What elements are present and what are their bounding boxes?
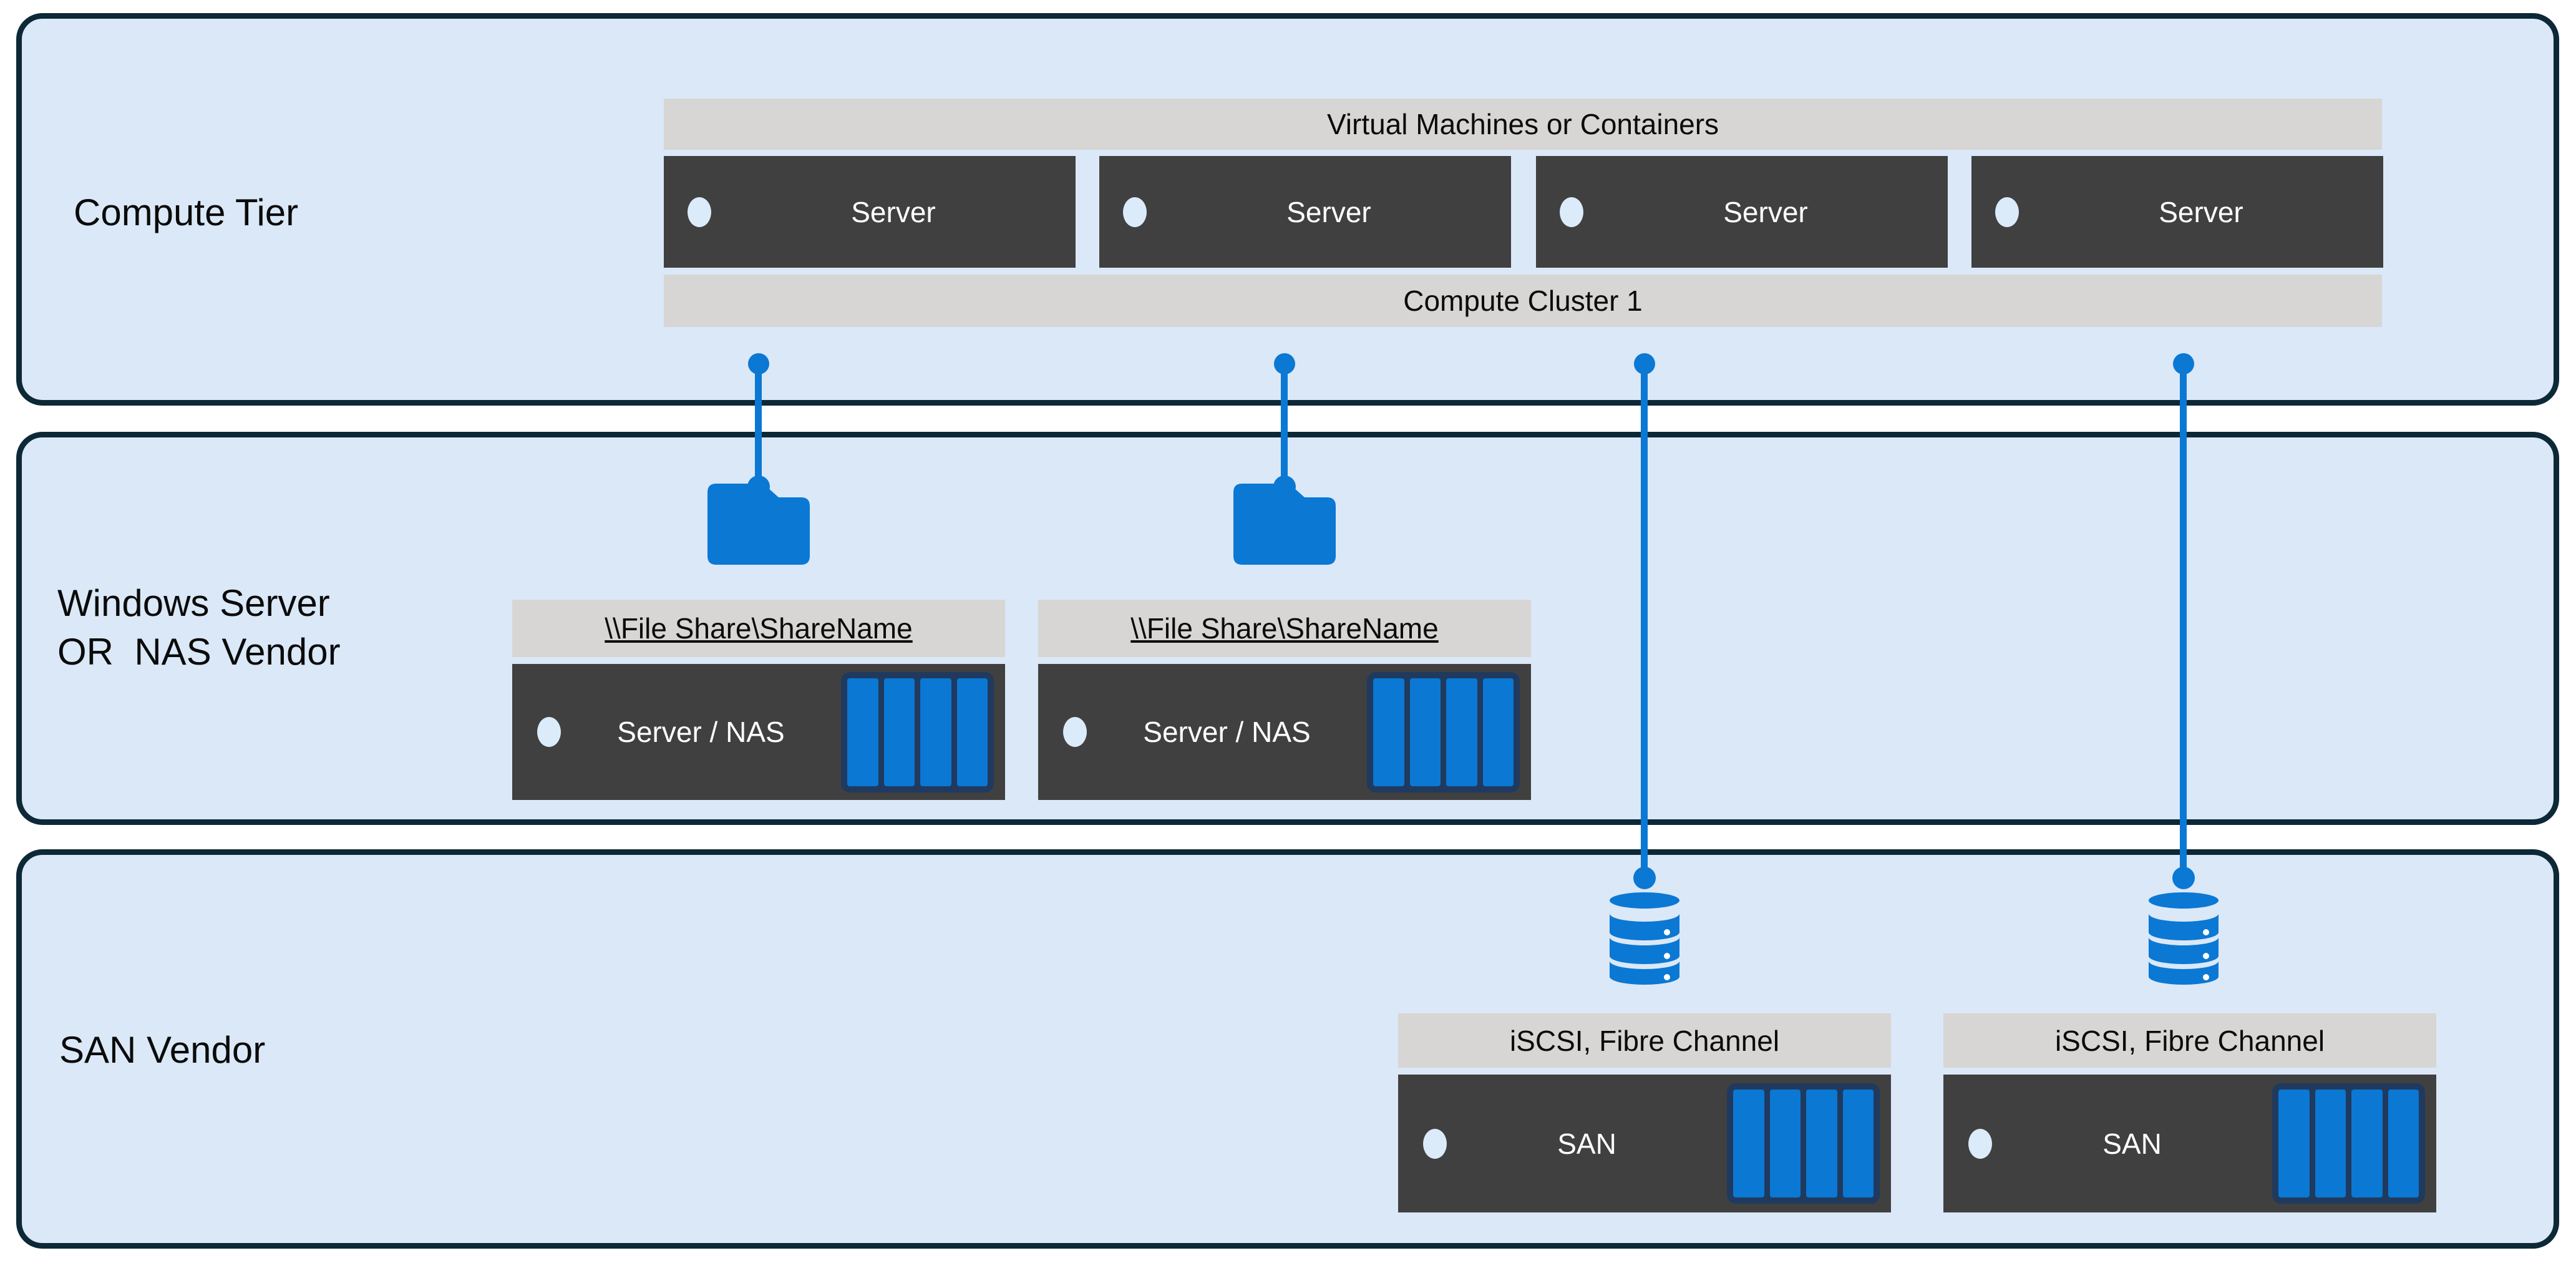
server-box-3: Server — [1536, 156, 1948, 268]
disk-bar — [847, 678, 878, 786]
disk-bar — [1373, 678, 1404, 786]
file-share-path: \\File Share\ShareName — [1130, 612, 1439, 645]
connector-endpoint-dot — [1633, 867, 1656, 889]
server-nas-box-2: Server / NAS — [1038, 664, 1531, 800]
vm-containers-bar: Virtual Machines or Containers — [664, 99, 2382, 150]
disk-array-icon — [2272, 1083, 2425, 1204]
connector-endpoint-dot — [2172, 867, 2195, 889]
vm-containers-bar-label: Virtual Machines or Containers — [1326, 108, 1719, 140]
san-box-1: SAN — [1398, 1075, 1891, 1212]
disk-bar — [1446, 678, 1477, 786]
file-share-header-1: \\File Share\ShareName — [512, 600, 1005, 657]
connector-line-3 — [1641, 364, 1648, 878]
indicator-dot-icon — [688, 197, 711, 227]
disk-bar — [2351, 1090, 2383, 1197]
disk-bar — [920, 678, 951, 786]
san-protocol-label: iSCSI, Fibre Channel — [1509, 1024, 1780, 1057]
disk-bar — [883, 678, 915, 786]
server-box-1: Server — [664, 156, 1076, 268]
disk-array-icon — [841, 671, 994, 792]
disk-bar — [956, 678, 988, 786]
disk-bar — [1409, 678, 1441, 786]
database-icon — [1610, 892, 1679, 985]
connector-endpoint-dot — [1634, 353, 1655, 374]
san-label: SAN — [1557, 1127, 1616, 1160]
folder-icon — [1233, 484, 1336, 565]
server-label: Server — [1723, 195, 1808, 228]
disk-bar — [1733, 1090, 1764, 1197]
disk-bar — [2388, 1090, 2419, 1197]
disk-bar — [1769, 1090, 1801, 1197]
server-label: Server — [851, 195, 936, 228]
database-icon — [2149, 892, 2219, 985]
compute-tier-label: Compute Tier — [74, 192, 299, 233]
indicator-dot-icon — [1123, 197, 1147, 227]
file-share-header-2: \\File Share\ShareName — [1038, 600, 1531, 657]
san-box-2: SAN — [1943, 1075, 2436, 1212]
server-box-4: Server — [1971, 156, 2383, 268]
disk-bar — [1482, 678, 1514, 786]
file-share-path: \\File Share\ShareName — [605, 612, 913, 645]
indicator-dot-icon — [1968, 1128, 1992, 1159]
connector-line-4 — [2180, 364, 2187, 878]
server-nas-label: Server / NAS — [1143, 716, 1311, 748]
san-protocol-label: iSCSI, Fibre Channel — [2054, 1024, 2325, 1057]
san-protocol-header-1: iSCSI, Fibre Channel — [1398, 1013, 1891, 1068]
folder-icon — [707, 484, 810, 565]
indicator-dot-icon — [1423, 1128, 1447, 1159]
server-box-2: Server — [1099, 156, 1511, 268]
disk-bar — [1842, 1090, 1874, 1197]
san-tier-label: SAN Vendor — [59, 1029, 266, 1071]
disk-bar — [1806, 1090, 1837, 1197]
indicator-dot-icon — [537, 717, 561, 747]
indicator-dot-icon — [1995, 197, 2019, 227]
disk-array-icon — [1367, 671, 1520, 792]
san-label: SAN — [2102, 1127, 2162, 1160]
san-protocol-header-2: iSCSI, Fibre Channel — [1943, 1013, 2436, 1068]
compute-cluster-bar: Compute Cluster 1 — [664, 275, 2382, 327]
server-nas-box-1: Server / NAS — [512, 664, 1005, 800]
connector-endpoint-dot — [1274, 353, 1295, 374]
indicator-dot-icon — [1063, 717, 1087, 747]
disk-array-icon — [1727, 1083, 1880, 1204]
connector-endpoint-dot — [748, 353, 769, 374]
indicator-dot-icon — [1560, 197, 1583, 227]
connector-line-1 — [755, 364, 762, 487]
server-label: Server — [1286, 195, 1371, 228]
server-label: Server — [2159, 195, 2243, 228]
server-nas-label: Server / NAS — [617, 716, 785, 748]
compute-cluster-bar-label: Compute Cluster 1 — [1403, 285, 1643, 317]
disk-bar — [2315, 1090, 2346, 1197]
nas-tier-label: Windows Server OR NAS Vendor — [57, 582, 341, 673]
disk-bar — [2278, 1090, 2310, 1197]
connector-line-2 — [1281, 364, 1288, 487]
connector-endpoint-dot — [2173, 353, 2194, 374]
